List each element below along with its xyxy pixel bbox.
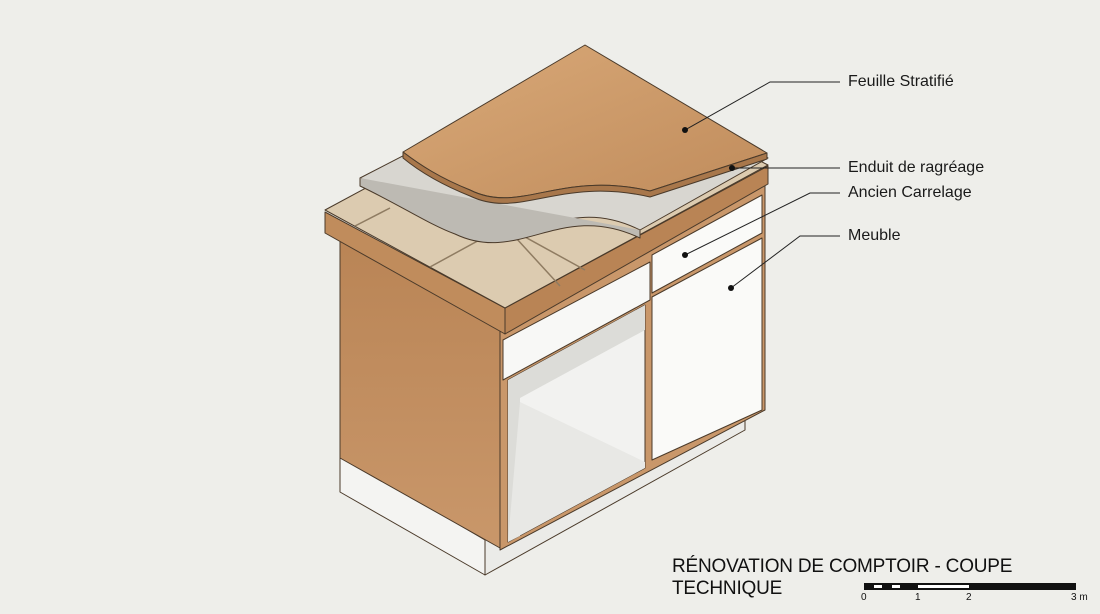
leader-lines — [684, 81, 840, 289]
dot-carrelage — [682, 252, 688, 258]
leader-carrelage — [684, 192, 840, 256]
compartment-shadow — [508, 305, 645, 542]
countertop-right-edge — [504, 165, 769, 335]
label-ancien-carrelage: Ancien Carrelage — [848, 184, 972, 201]
dot-meuble — [728, 285, 734, 291]
label-enduit-ragreage: Enduit de ragréage — [848, 159, 985, 176]
drawing-title: RÉNOVATION DE COMPTOIR - COUPE TECHNIQUE — [672, 556, 1013, 599]
scale-tick-1: 1 — [915, 592, 921, 603]
scale-bar — [864, 583, 1076, 590]
dot-enduit — [729, 165, 735, 171]
leader-meuble — [730, 235, 840, 289]
label-meuble: Meuble — [848, 227, 901, 244]
dot-feuille — [682, 127, 688, 133]
compartment-floor — [508, 402, 645, 542]
cabinet-door — [651, 237, 763, 461]
scale-tick-0: 0 — [861, 592, 867, 603]
label-feuille-stratifie: Feuille Stratifié — [848, 73, 954, 90]
left-drawer — [502, 261, 651, 381]
scale-tick-3: 3 m — [1071, 592, 1088, 603]
scale-tick-2: 2 — [966, 592, 972, 603]
leader-feuille — [684, 81, 840, 131]
